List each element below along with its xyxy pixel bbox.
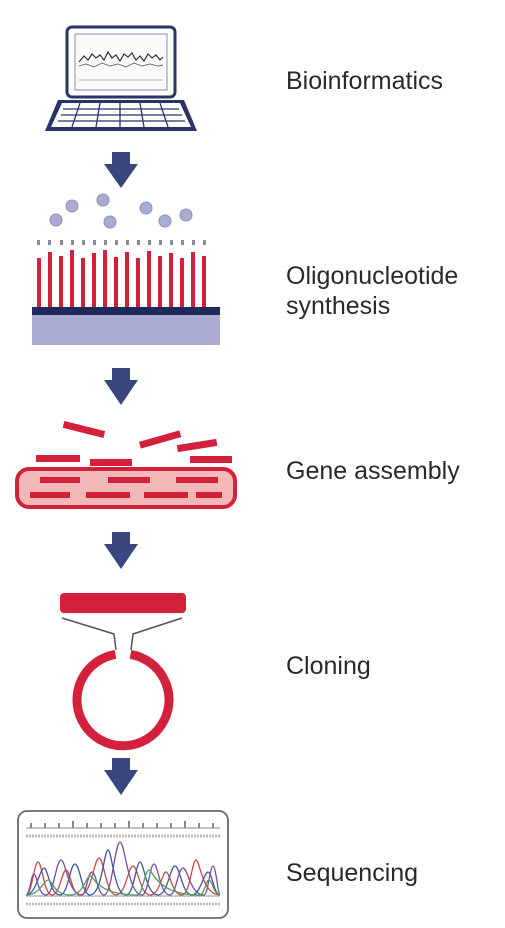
chromatogram-icon xyxy=(17,810,229,919)
down-arrow-icon xyxy=(104,532,138,569)
step-label-sequencing: Sequencing xyxy=(286,859,419,887)
oligo-synthesis-icon xyxy=(32,193,220,345)
plasmid-cloning-icon xyxy=(60,593,186,751)
down-arrow-icon xyxy=(104,368,138,405)
step-label-oligonucleotide-synthesis: Oligonucleotide synthesis xyxy=(286,262,459,320)
laptop-icon xyxy=(45,25,197,131)
step-label-cloning: Cloning xyxy=(286,652,371,680)
gene-assembly-icon xyxy=(15,421,237,509)
down-arrow-icon xyxy=(104,758,138,795)
down-arrow-icon xyxy=(104,152,138,188)
step-label-bioinformatics: Bioinformatics xyxy=(286,67,443,95)
step-label-gene-assembly: Gene assembly xyxy=(286,457,460,485)
